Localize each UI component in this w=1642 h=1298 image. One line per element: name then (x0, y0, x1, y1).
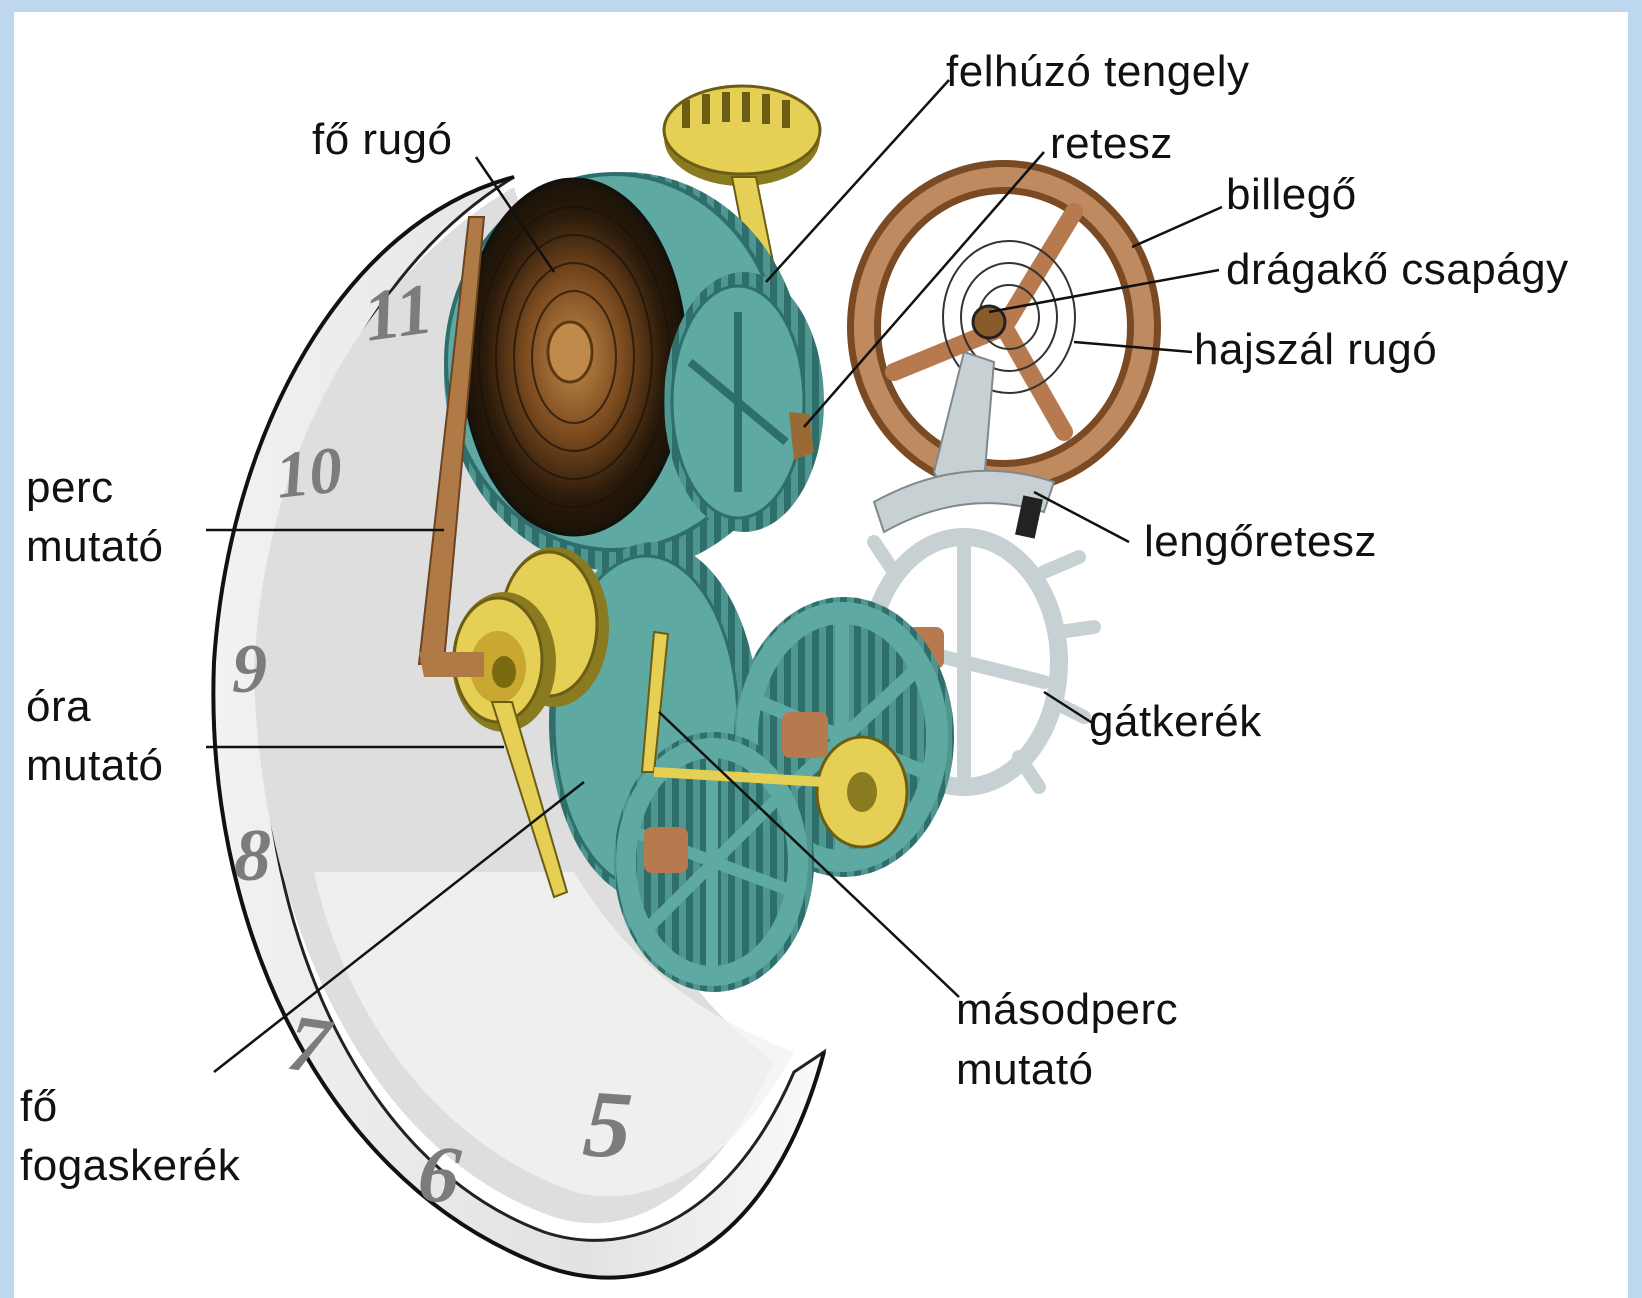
label-masodperc-line2: mutató (956, 1040, 1094, 1100)
label-fo-fogaskerek-line1: fő (20, 1077, 58, 1137)
label-ora-line1: óra (26, 677, 91, 737)
numeral-8: 8 (234, 815, 271, 897)
label-ora-line2: mutató (26, 736, 164, 796)
balance-wheel (864, 177, 1144, 477)
leader-lengoretesz (1034, 492, 1129, 542)
label-perc-line1: perc (26, 458, 114, 518)
numeral-9: 9 (232, 631, 267, 708)
label-gatkerek: gátkerék (1089, 692, 1262, 752)
label-perc-line2: mutató (26, 517, 164, 577)
intermediate-wheel (664, 272, 824, 532)
clock-mechanism-illustration: 11 10 9 8 7 6 5 (14, 12, 1628, 1298)
label-felhuzo-tengely: felhúzó tengely (946, 42, 1250, 102)
label-fo-fogaskerek-line2: fogaskerék (20, 1136, 240, 1196)
label-retesz: retesz (1050, 114, 1173, 174)
label-dragako-csapagy: drágakő csapágy (1226, 240, 1569, 300)
leader-billego (1132, 207, 1222, 247)
diagram-frame: 11 10 9 8 7 6 5 (14, 12, 1628, 1298)
label-lengoretesz: lengőretesz (1144, 512, 1377, 572)
numeral-10: 10 (272, 433, 345, 512)
numeral-5: 5 (580, 1069, 635, 1179)
numeral-11: 11 (359, 268, 438, 357)
label-billego: billegő (1226, 165, 1357, 225)
label-masodperc-line1: másodperc (956, 980, 1178, 1040)
label-fo-rugo: fő rugó (312, 110, 452, 170)
label-hajszal-rugo: hajszál rugó (1194, 320, 1437, 380)
